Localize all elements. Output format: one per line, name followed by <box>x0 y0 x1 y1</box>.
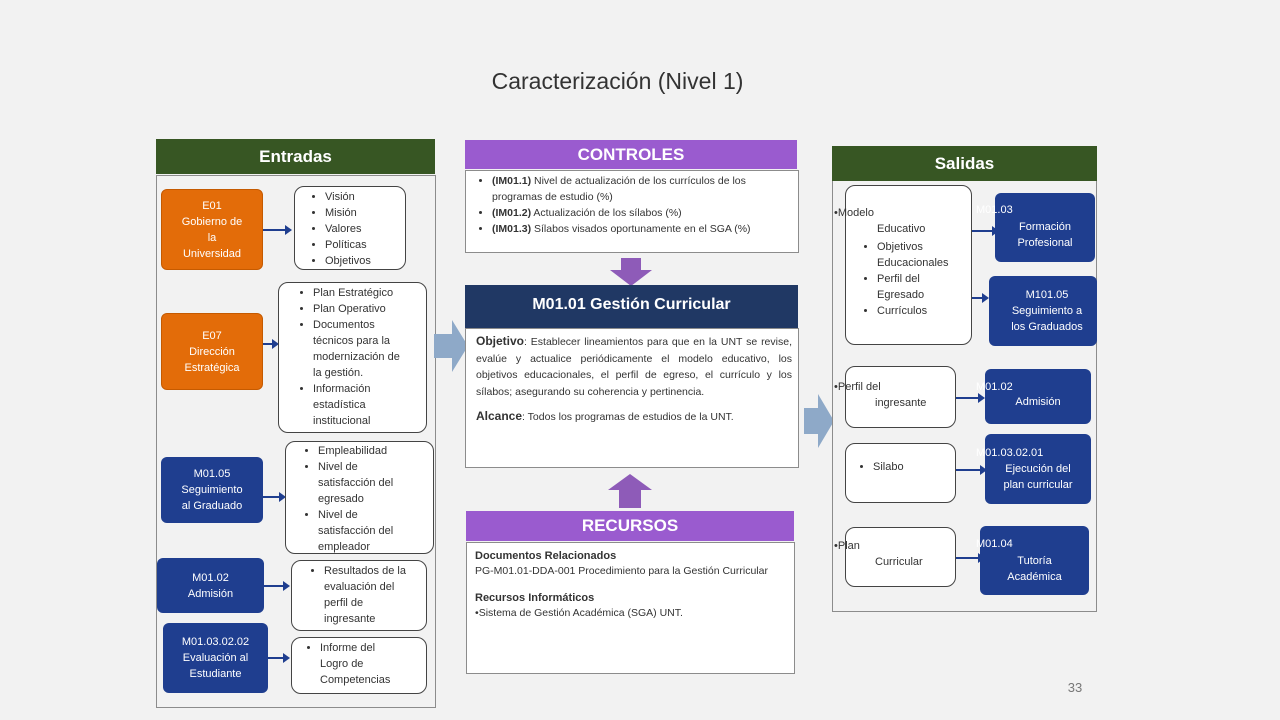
source-box-e01: E01 Gobierno de la Universidad <box>161 189 263 270</box>
output-list-perfil <box>845 366 956 428</box>
arrow-right-icon <box>434 320 468 372</box>
output-arrow <box>956 469 980 471</box>
recursos-header: RECURSOS <box>466 511 794 541</box>
target-box-ejecucion: Ejecución del plan curricular <box>985 434 1091 504</box>
control-item: (IM01.1) Nivel de actualización de los c… <box>492 173 792 205</box>
list-item: Nivel de satisfacción del empleador <box>318 507 433 555</box>
list-item: Silabo <box>873 461 904 473</box>
input-list-e07: Plan Estratégico Plan Operativo Document… <box>278 282 427 433</box>
output-lead-rest: ingresante <box>875 397 927 409</box>
input-list-m01030202: Informe del Logro de Competencias <box>291 637 427 694</box>
list-item: Plan Estratégico <box>313 285 426 301</box>
arrow-head-icon <box>980 465 987 475</box>
arrow-head-icon <box>978 393 985 403</box>
input-arrow <box>264 585 283 587</box>
input-list-m0105: Empleabilidad Nivel de satisfacción del … <box>285 441 434 554</box>
output-items: Silabo <box>845 461 904 473</box>
entradas-header: Entradas <box>156 139 435 174</box>
output-list-silabo <box>845 443 956 503</box>
inf-title: Recursos Informáticos <box>475 592 595 604</box>
list-item: Misión <box>325 205 405 221</box>
list-item: Documentos técnicos para la modernizació… <box>313 317 426 381</box>
list-item: Nivel de satisfacción del egresado <box>318 459 433 507</box>
controles-box: (IM01.1) Nivel de actualización de los c… <box>465 170 799 253</box>
list-item: Informe del Logro de Competencias <box>320 640 426 688</box>
control-item: (IM01.2) Actualización de los sílabos (%… <box>492 205 792 221</box>
list-item: Valores <box>325 221 405 237</box>
input-arrow <box>263 229 285 231</box>
input-arrow <box>263 343 272 345</box>
list-item: Visión <box>325 189 405 205</box>
list-item: Objetivos Educacionales <box>877 239 972 271</box>
arrow-head-icon <box>982 293 989 303</box>
output-lead-rest: Educativo <box>877 223 926 235</box>
arrow-head-icon <box>283 581 290 591</box>
source-box-e07: E07 Dirección Estratégica <box>161 313 263 390</box>
arrow-head-icon <box>272 339 279 349</box>
arrow-right-icon <box>804 394 834 448</box>
output-lead: •Plan <box>834 540 860 552</box>
list-item: Objetivos <box>325 253 405 269</box>
target-box-seguimiento: M101.05 Seguimiento a los Graduados <box>989 276 1097 346</box>
controles-header: CONTROLES <box>465 140 797 169</box>
list-item: Políticas <box>325 237 405 253</box>
arrow-head-icon <box>279 492 286 502</box>
target-box-formacion: Formación Profesional <box>995 193 1095 262</box>
output-items: Objetivos Educacionales Perfil del Egres… <box>845 239 972 319</box>
slide-title: Caracterización (Nivel 1) <box>491 68 744 94</box>
list-item: Empleabilidad <box>318 443 433 459</box>
process-title: M01.01 Gestión Curricular <box>465 285 798 329</box>
alcance-text: Alcance: Todos los programas de estudios… <box>476 409 734 423</box>
arrow-up-icon <box>608 474 652 508</box>
arrow-head-icon <box>283 653 290 663</box>
input-arrow <box>268 657 283 659</box>
page-number: 33 <box>1067 680 1083 695</box>
control-item: (IM01.3) Sílabos visados oportunamente e… <box>492 221 792 237</box>
list-item: Información estadística institucional <box>313 381 426 429</box>
input-list-m0102: Resultados de la evaluación del perfil d… <box>291 560 427 631</box>
recursos-box: Documentos Relacionados PG-M01.01-DDA-00… <box>466 542 795 674</box>
inf-text: •Sistema de Gestión Académica (SGA) UNT. <box>475 607 683 619</box>
arrow-head-icon <box>285 225 292 235</box>
list-item: Currículos <box>877 303 972 319</box>
list-item: Plan Operativo <box>313 301 426 317</box>
output-arrow <box>972 297 982 299</box>
target-code: M01.02 <box>976 381 1013 393</box>
source-box-m0105: M01.05 Seguimiento al Graduado <box>161 457 263 523</box>
output-list-modelo <box>845 185 972 345</box>
target-code: M01.03.02.01 <box>976 447 1044 459</box>
input-arrow <box>263 496 279 498</box>
salidas-header: Salidas <box>832 146 1097 181</box>
process-description: Objetivo: Establecer lineamientos para q… <box>465 328 799 468</box>
output-arrow <box>956 397 978 399</box>
list-item: Perfil del Egresado <box>877 271 972 303</box>
source-box-m01030202: M01.03.02.02 Evaluación al Estudiante <box>163 623 268 693</box>
output-list-plan <box>845 527 956 587</box>
doc-text: PG-M01.01-DDA-001 Procedimiento para la … <box>475 565 768 577</box>
objetivo-text: Objetivo: Establecer lineamientos para q… <box>476 334 792 398</box>
doc-title: Documentos Relacionados <box>475 550 617 562</box>
target-box-tutoria: Tutoría Académica <box>980 526 1089 595</box>
target-code: M01.04 <box>976 538 1013 550</box>
target-box-admision: Admisión <box>985 369 1091 424</box>
input-list-e01: Visión Misión Valores Políticas Objetivo… <box>294 186 406 270</box>
target-code: M01.03 <box>976 204 1013 216</box>
output-arrow <box>972 230 992 232</box>
source-box-m0102: M01.02 Admisión <box>157 558 264 613</box>
arrow-down-icon <box>610 258 652 286</box>
output-lead-rest: Curricular <box>875 556 923 568</box>
output-arrow <box>956 557 978 559</box>
list-item: Resultados de la evaluación del perfil d… <box>324 563 426 627</box>
output-lead: •Modelo <box>834 207 874 219</box>
output-lead: •Perfil del <box>834 381 881 393</box>
